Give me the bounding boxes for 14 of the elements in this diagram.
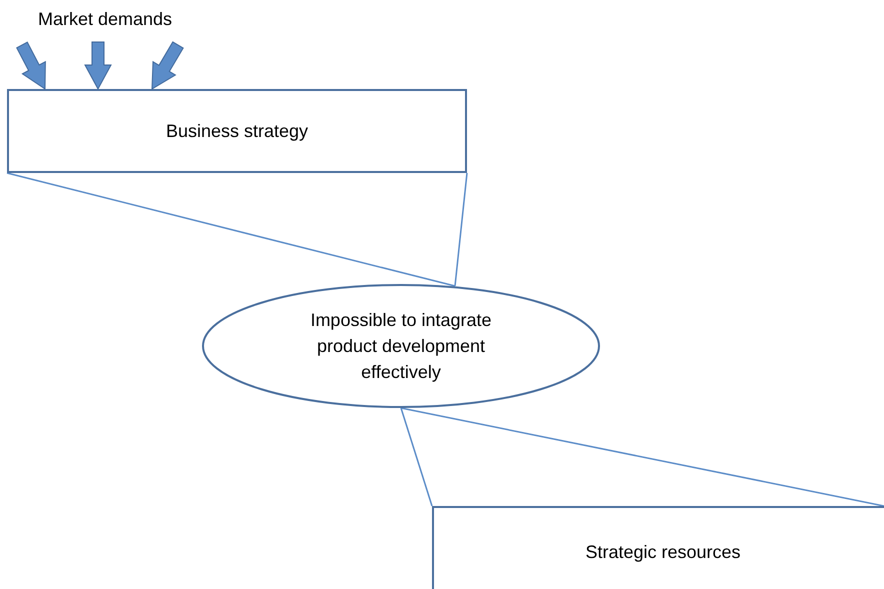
connector-line	[454, 172, 468, 286]
node-text: Impossible to intagrate product development effectively	[309, 309, 493, 384]
node-text: Strategic resources	[585, 540, 741, 564]
connector-line	[6, 172, 456, 287]
node-text: Market demands	[38, 8, 172, 30]
block-arrow	[84, 42, 112, 90]
node-text: Business strategy	[166, 120, 308, 143]
ellipse-node	[202, 284, 600, 408]
block-arrow	[151, 41, 184, 90]
block-arrow	[16, 42, 46, 90]
process-box	[432, 506, 884, 589]
connector-line	[400, 407, 884, 507]
connector-line	[400, 408, 433, 506]
process-box	[7, 89, 467, 173]
